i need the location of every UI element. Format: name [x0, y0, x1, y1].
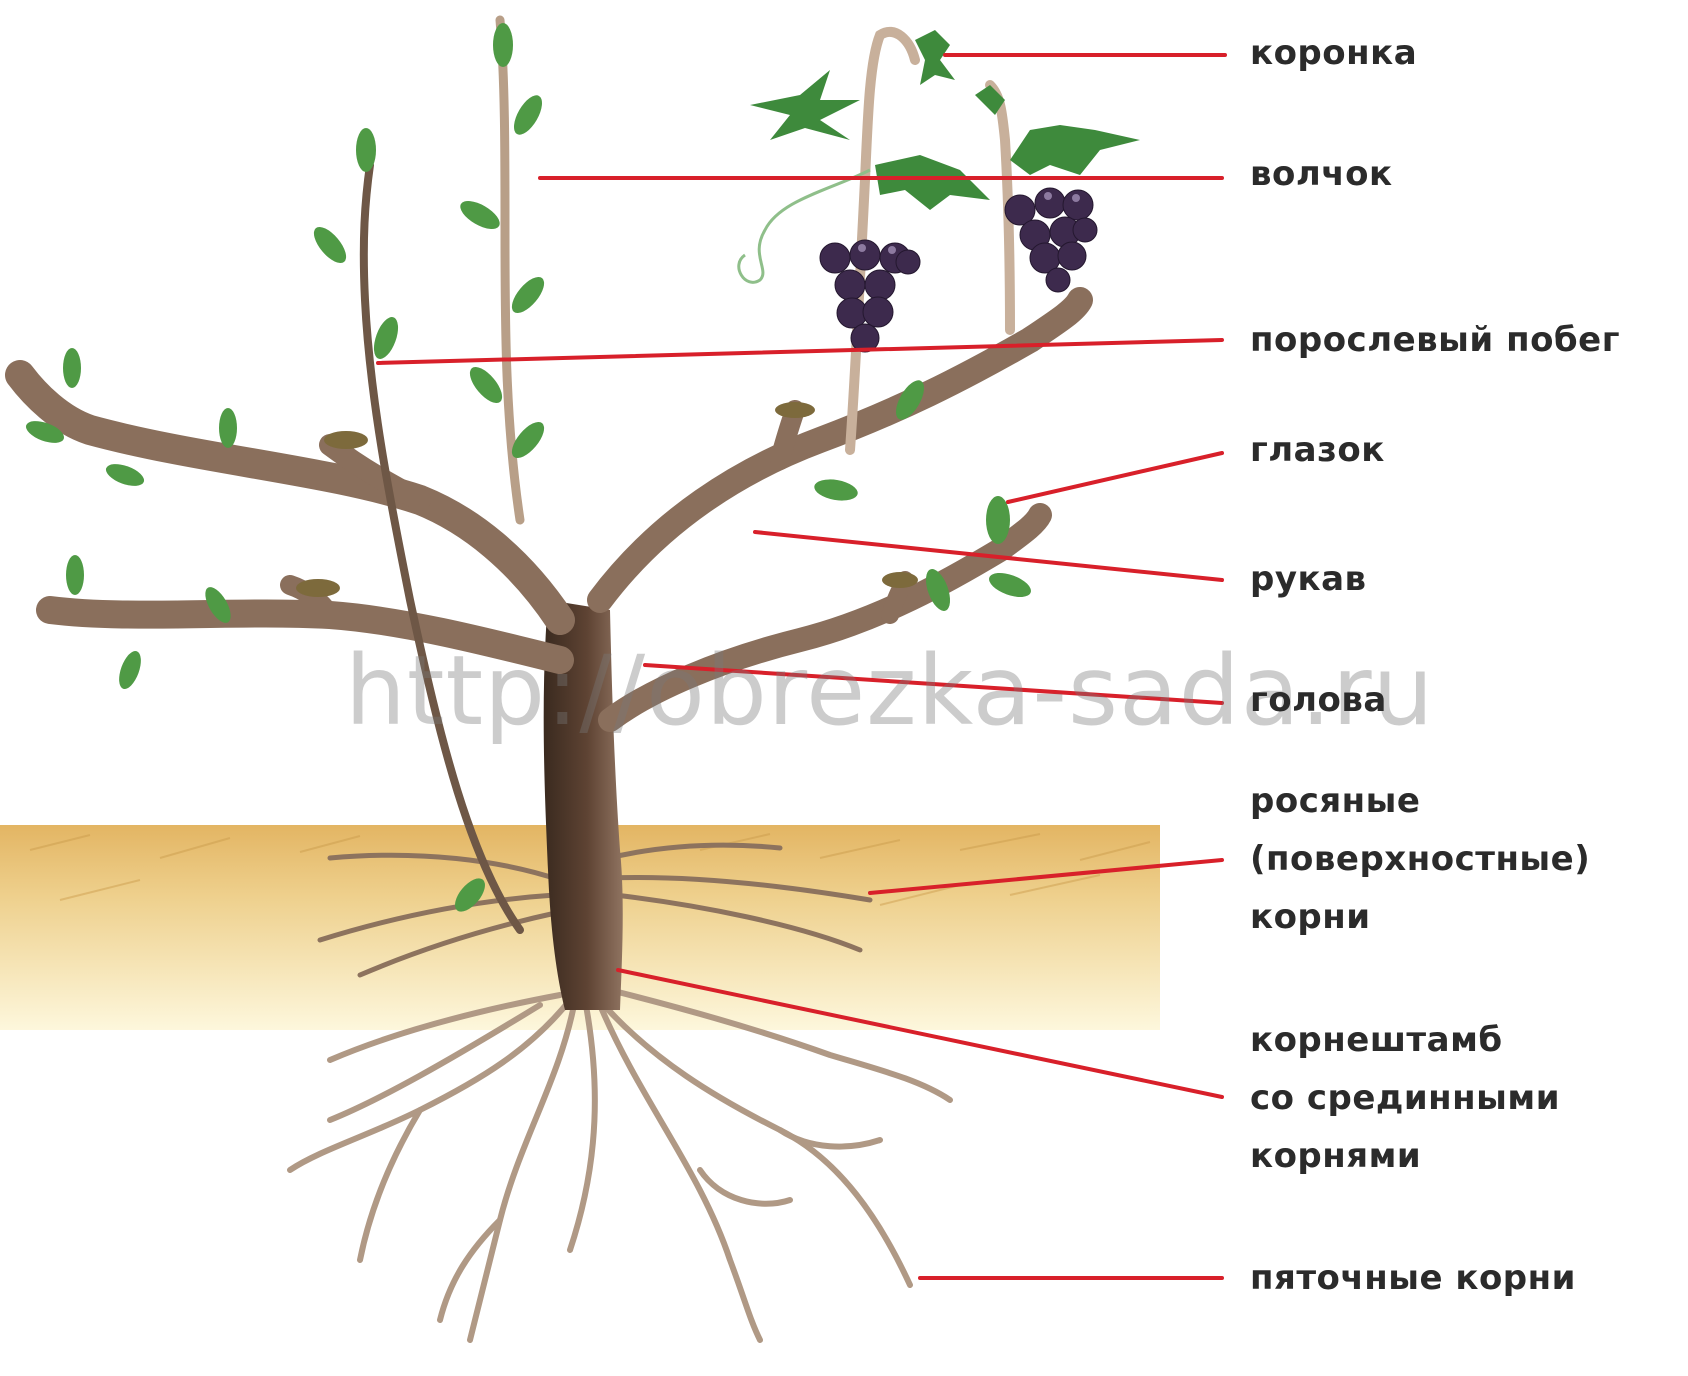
- label-poroslevy-pobeg: порослевый побег: [1250, 311, 1620, 369]
- label-rukav: рукав: [1250, 550, 1367, 608]
- label-pyatochnye-korni: пяточные корни: [1250, 1249, 1576, 1307]
- leader-line-rukav: [755, 532, 1222, 580]
- grape-bunch-left: [820, 240, 920, 352]
- deep-roots: [290, 990, 950, 1340]
- label-glazok: глазок: [1250, 421, 1385, 479]
- label-volchok: волчок: [1250, 145, 1393, 203]
- label-koronka: коронка: [1250, 24, 1417, 82]
- leaves: [23, 23, 1034, 917]
- label-golova: голова: [1250, 671, 1387, 729]
- grape-bunch-right: [1005, 188, 1097, 292]
- label-korneshtamb-line1: корнештамб: [1250, 1011, 1503, 1069]
- tendril: [739, 170, 870, 282]
- label-korneshtamb-line2: со срединными: [1250, 1069, 1560, 1127]
- leader-line-glazok: [1008, 453, 1222, 502]
- label-rosyanye-line3: корни: [1250, 888, 1371, 946]
- label-rosyanye-line2: (поверхностные): [1250, 830, 1590, 888]
- label-korneshtamb-line3: корнями: [1250, 1127, 1421, 1185]
- label-rosyanye-line1: росяные: [1250, 772, 1420, 830]
